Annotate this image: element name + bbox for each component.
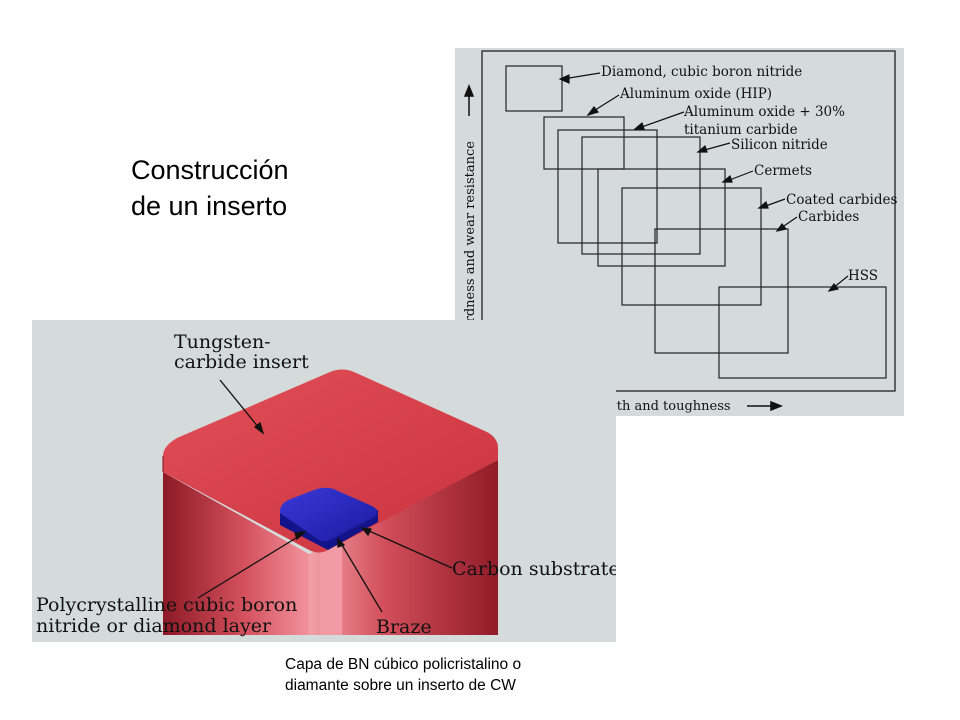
box-silicon (581, 136, 701, 255)
box-coated (621, 187, 762, 306)
y-axis-label: Hot hardness and wear resistance (463, 141, 478, 367)
insert-right-face (309, 460, 498, 635)
label-carbon-substrate: Carbon substrate (452, 558, 616, 580)
label-alox-hip: Aluminum oxide (HIP) (619, 86, 772, 102)
label-pcbn-2: nitride or diamond layer (36, 615, 272, 637)
insert-top-face (163, 369, 498, 553)
box-alox-hip (543, 116, 625, 170)
chart-frame (481, 50, 896, 392)
box-hss (718, 286, 887, 379)
pcbn-layer-top (279, 487, 378, 542)
label-cermets: Cermets (754, 163, 812, 179)
label-hss: HSS (848, 268, 878, 284)
title-line-1: Construcción (131, 155, 289, 185)
label-tungsten-1: Tungsten- (174, 331, 271, 353)
caption-line-2: diamante sobre un inserto de CW (285, 677, 516, 694)
label-alox-tic-1: Aluminum oxide + 30% (683, 104, 845, 120)
insert-diagram: Tungsten- carbide insert Carbon substrat… (32, 320, 616, 642)
y-axis-arrow (463, 83, 475, 116)
label-silicon: Silicon nitride (731, 137, 828, 153)
x-axis-arrow (747, 400, 784, 412)
box-cermets (597, 168, 726, 267)
caption-line-1: Capa de BN cúbico policristalino o (285, 656, 522, 673)
box-diamond (505, 65, 563, 112)
caption: Capa de BN cúbico policristalino o diama… (285, 654, 521, 696)
slide-title: Construcción de un inserto (131, 152, 289, 224)
label-braze: Braze (376, 616, 432, 638)
box-alox-tic (557, 129, 658, 244)
insert-left-face (163, 456, 309, 635)
label-coated: Coated carbides (786, 192, 898, 208)
title-line-2: de un inserto (131, 191, 288, 221)
label-pcbn-1: Polycrystalline cubic boron (36, 594, 297, 616)
label-diamond: Diamond, cubic boron nitride (601, 64, 802, 80)
label-alox-tic-2: titanium carbide (684, 122, 798, 138)
label-carbides: Carbides (798, 209, 859, 225)
box-carbides (654, 228, 789, 354)
braze-pillar (320, 542, 342, 635)
label-tungsten-2: carbide insert (174, 351, 309, 373)
